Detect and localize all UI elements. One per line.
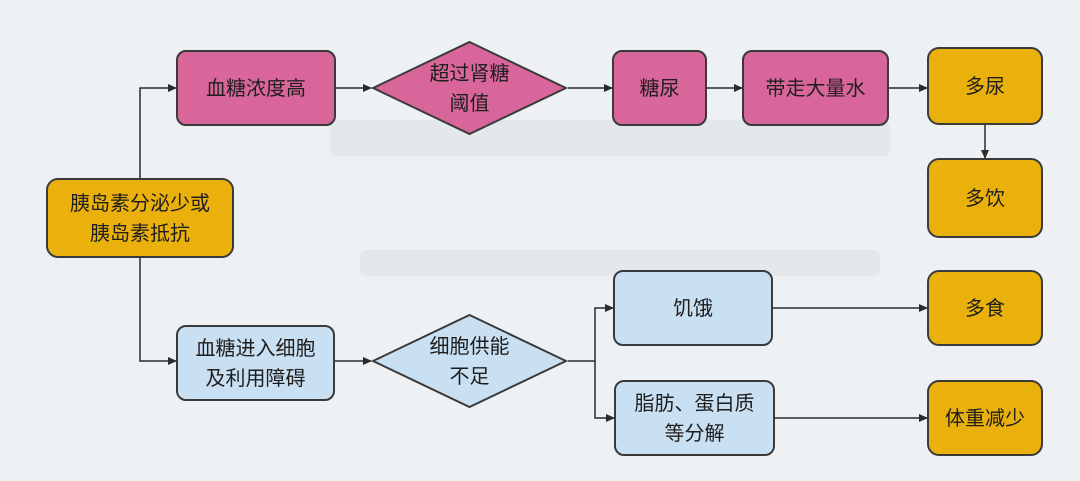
- arrow-insulin-to-uptake: [139, 258, 177, 365]
- carry-water-label: 带走大量水: [765, 76, 866, 100]
- cell-energy-diamond: 细胞供能 不足: [371, 313, 568, 409]
- fat-protein-breakdown-label: 脂肪、蛋白质 等分解: [634, 391, 755, 445]
- polydipsia-label: 多饮: [965, 186, 1005, 210]
- polydipsia-node: 多饮: [927, 158, 1043, 238]
- hunger-node: 饥饿: [613, 270, 773, 346]
- glucose-uptake-impaired-node: 血糖进入细胞 及利用障碍: [176, 325, 335, 401]
- polyuria-node: 多尿: [927, 47, 1043, 125]
- high-blood-sugar-label: 血糖浓度高: [206, 76, 306, 100]
- polyphagia-label: 多食: [965, 296, 1005, 320]
- arrow-energy-to-hunger: [568, 304, 614, 362]
- cell-energy-label: 细胞供能 不足: [429, 334, 510, 388]
- fat-protein-breakdown-node: 脂肪、蛋白质 等分解: [614, 380, 775, 456]
- arrow-energy-to-breakdown: [594, 361, 615, 422]
- polyuria-label: 多尿: [965, 74, 1005, 98]
- weight-loss-node: 体重减少: [927, 380, 1043, 456]
- glucose-uptake-impaired-label: 血糖进入细胞 及利用障碍: [195, 336, 316, 390]
- glycosuria-label: 糖尿: [639, 76, 680, 100]
- glycosuria-node: 糖尿: [612, 50, 707, 126]
- diamond-shape: [371, 40, 568, 136]
- background-artifact: [330, 120, 890, 156]
- insulin-deficiency-node: 胰岛素分泌少或 胰岛素抵抗: [46, 178, 234, 258]
- diamond-shape: [371, 313, 568, 409]
- renal-threshold-diamond: 超过肾糖 阈值: [371, 40, 568, 136]
- high-blood-sugar-node: 血糖浓度高: [176, 50, 336, 126]
- arrow-insulin-to-high-sugar: [139, 84, 177, 178]
- polyphagia-node: 多食: [927, 270, 1043, 346]
- renal-threshold-label: 超过肾糖 阈值: [429, 61, 510, 115]
- carry-water-node: 带走大量水: [742, 50, 889, 126]
- hunger-label: 饥饿: [673, 296, 713, 320]
- weight-loss-label: 体重减少: [945, 406, 1025, 430]
- insulin-deficiency-label: 胰岛素分泌少或 胰岛素抵抗: [70, 191, 210, 245]
